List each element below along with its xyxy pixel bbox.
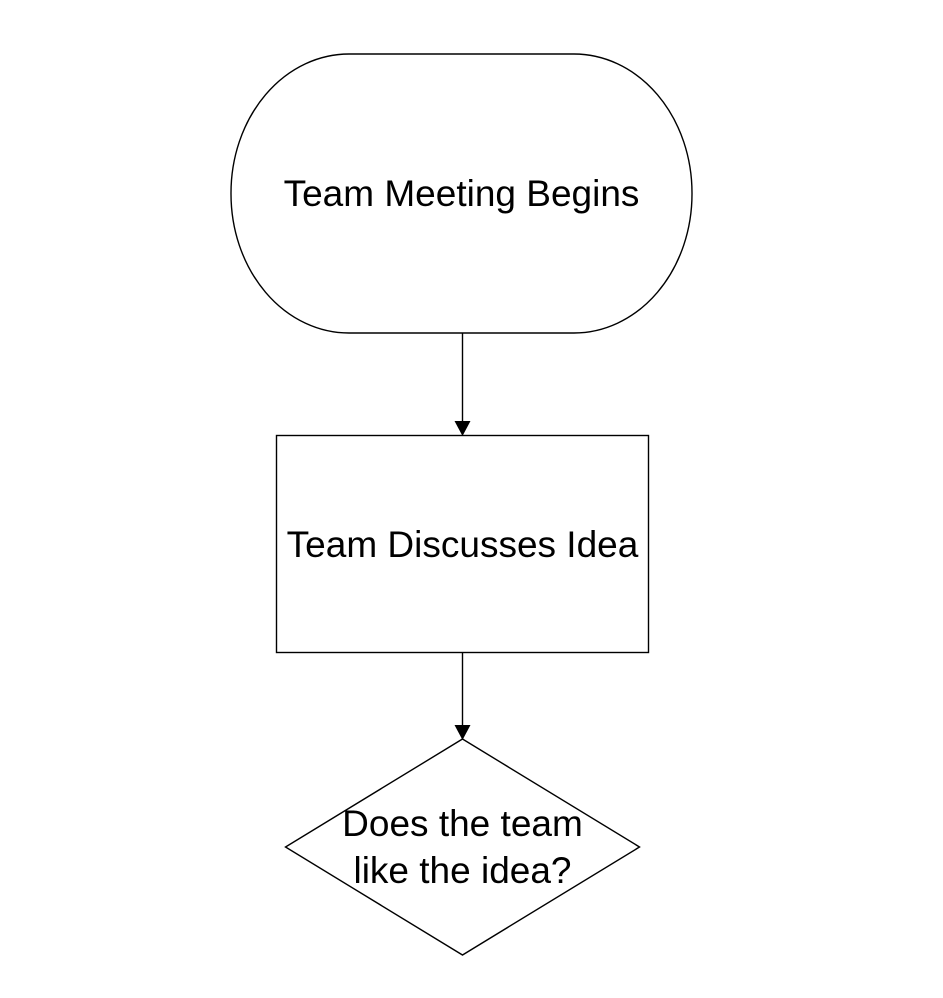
decision-node <box>284 738 641 956</box>
arrowhead-icon-start-to-discuss <box>454 421 471 436</box>
arrowhead-icon-discuss-to-decision <box>454 725 471 740</box>
terminator-node <box>230 53 693 334</box>
process-node <box>275 434 650 654</box>
